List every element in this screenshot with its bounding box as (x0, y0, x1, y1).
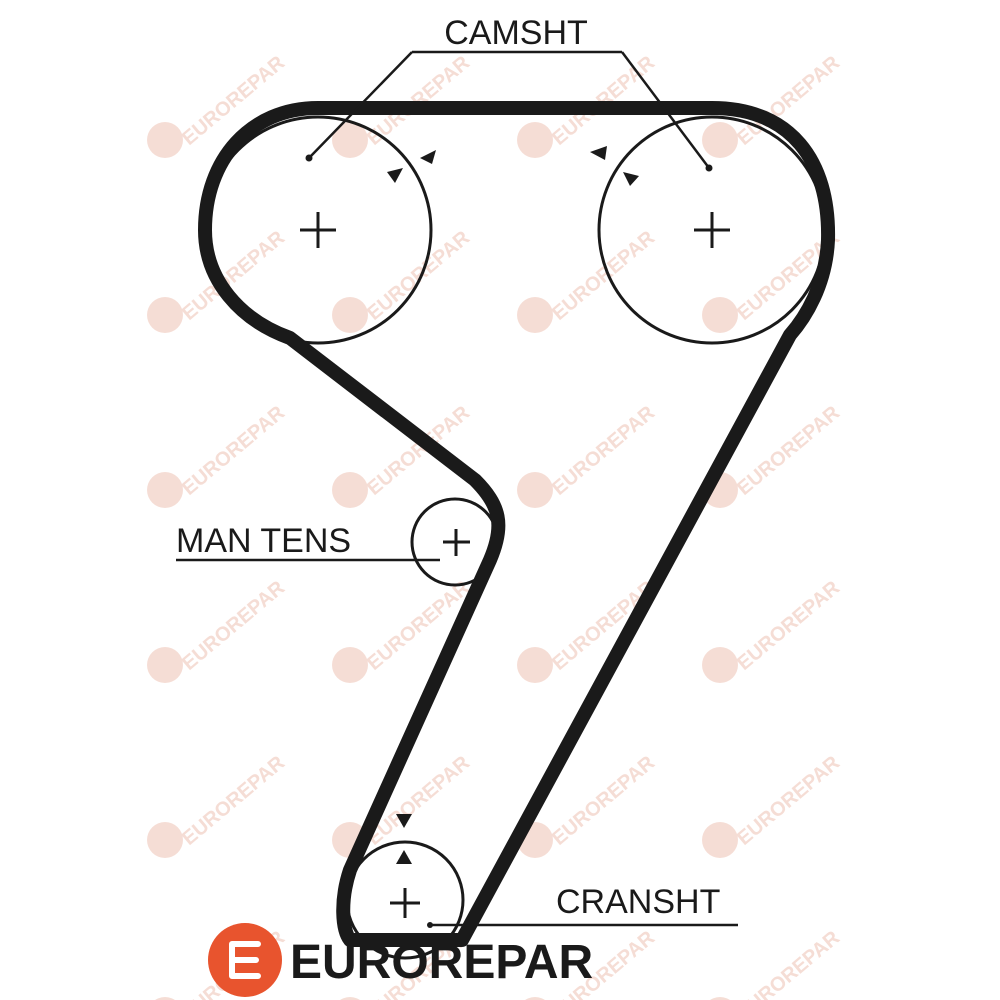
crankshaft-timing-mark (396, 814, 433, 928)
svg-text:EUROREPAR: EUROREPAR (733, 576, 844, 674)
svg-text:EUROREPAR: EUROREPAR (733, 751, 844, 849)
camshaft-leader-lines (308, 50, 710, 169)
right-camshaft-center-cross (694, 212, 730, 248)
svg-text:EUROREPAR: EUROREPAR (178, 401, 289, 499)
camshaft-label: CAMSHT (444, 14, 588, 52)
tensioner-center-cross (443, 529, 470, 556)
timing-belt (198, 101, 836, 947)
brand-logo-icon (208, 923, 282, 997)
brand-name: EUROREPAR (290, 936, 593, 989)
svg-text:EUROREPAR: EUROREPAR (548, 401, 659, 499)
watermark-logo: EUROREPAR (517, 401, 659, 508)
tensioner-label: MAN TENS (176, 522, 351, 560)
watermark-logo: EUROREPAR (147, 576, 289, 683)
watermark-logo: EUROREPAR (702, 751, 844, 858)
svg-text:EUROREPAR: EUROREPAR (548, 751, 659, 849)
svg-text:EUROREPAR: EUROREPAR (178, 576, 289, 674)
svg-text:EUROREPAR: EUROREPAR (548, 226, 659, 324)
watermark-logo: EUROREPAR (332, 226, 474, 333)
watermark-logo: EUROREPAR (147, 751, 289, 858)
right-camshaft-timing-mark (590, 146, 713, 186)
svg-text:EUROREPAR: EUROREPAR (178, 751, 289, 849)
watermark-logo: EUROREPAR (147, 401, 289, 508)
left-camshaft-timing-mark (305, 150, 436, 183)
svg-text:EUROREPAR: EUROREPAR (548, 51, 659, 149)
left-camshaft-center-cross (300, 212, 336, 248)
svg-text:EUROREPAR: EUROREPAR (548, 576, 659, 674)
svg-text:EUROREPAR: EUROREPAR (363, 226, 474, 324)
crankshaft-label: CRANSHT (556, 883, 720, 921)
svg-text:EUROREPAR: EUROREPAR (733, 926, 844, 1000)
svg-text:EUROREPAR: EUROREPAR (363, 401, 474, 499)
watermark-logo: EUROREPAR (710, 926, 844, 1000)
crankshaft-center-cross (390, 888, 420, 918)
watermark-logo: EUROREPAR (147, 51, 289, 158)
watermark-logo: EUROREPAR (702, 576, 844, 683)
brand-logo: EUROREPAR (208, 923, 593, 997)
